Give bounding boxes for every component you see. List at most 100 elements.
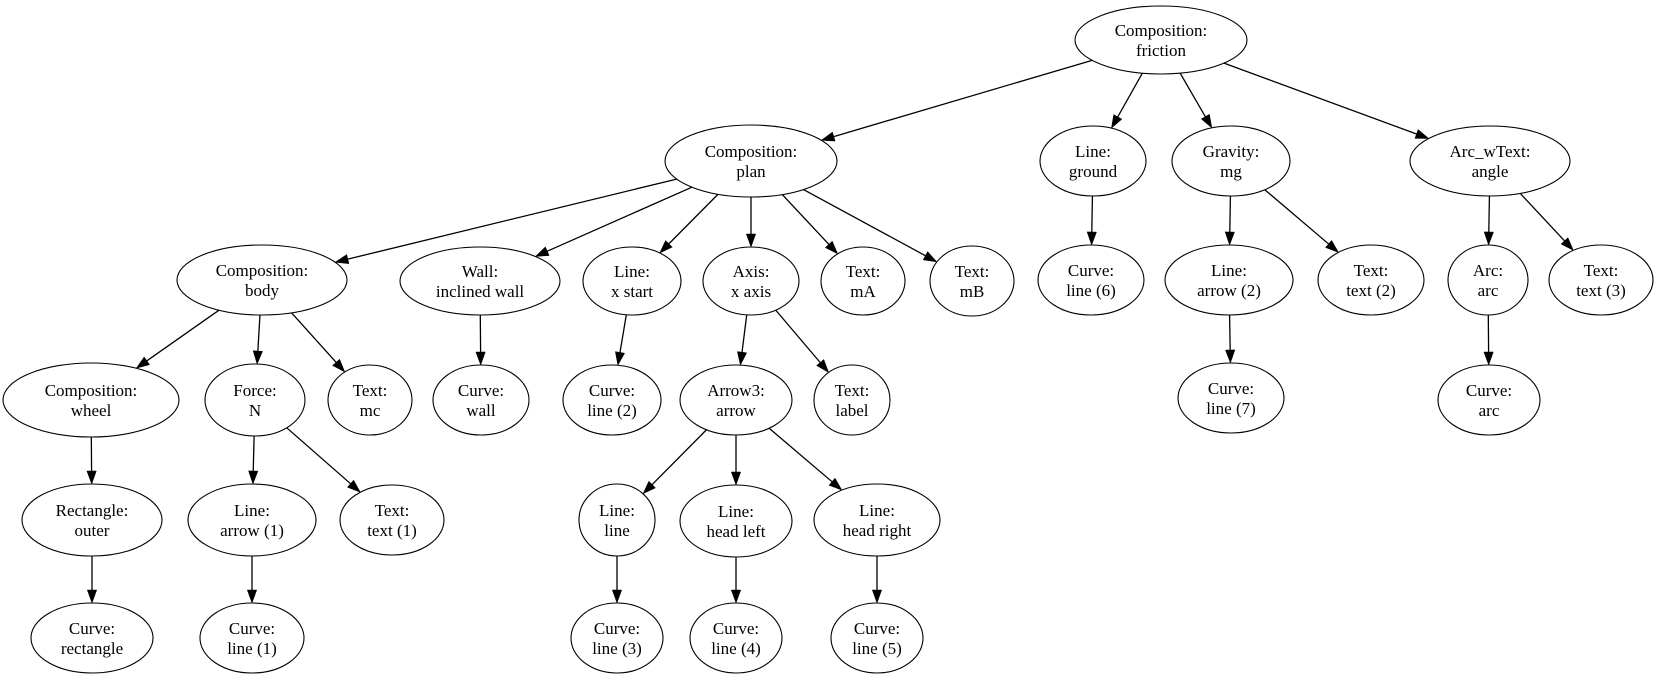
- node-mB: Text:mB: [929, 245, 1015, 317]
- arrowhead-icon: [820, 131, 836, 142]
- edge-headleft-line4: [730, 557, 742, 604]
- edges-layer: [86, 59, 1574, 604]
- edge-line: [668, 193, 719, 245]
- arrowhead-icon: [730, 471, 742, 486]
- node-curvewall: Curve:wall: [432, 364, 530, 436]
- node-arrow1: Line:arrow (1): [187, 483, 317, 557]
- node-type-label: Line:: [599, 501, 635, 520]
- node-type-label: Curve:: [458, 381, 504, 400]
- node-type-label: Text:: [955, 262, 990, 281]
- node-name-label: arrow (1): [220, 521, 284, 540]
- edge-plan-mB: [803, 188, 938, 263]
- node-name-label: body: [245, 281, 280, 300]
- edge-angle-text3: [1519, 192, 1574, 251]
- node-type-label: Arc_wText:: [1450, 142, 1531, 161]
- arrowhead-icon: [334, 254, 350, 264]
- arrowhead-icon: [824, 240, 839, 255]
- node-label: Text:label: [813, 364, 891, 436]
- node-name-label: mA: [850, 282, 876, 301]
- node-ellipse: [813, 364, 891, 436]
- node-name-label: line (5): [852, 639, 902, 658]
- node-mg: Gravity:mg: [1171, 125, 1291, 197]
- edge-line: [1264, 189, 1329, 245]
- node-body: Composition:body: [176, 244, 348, 316]
- node-name-label: rectangle: [61, 639, 123, 658]
- edge-line: [1228, 314, 1231, 351]
- arrowhead-icon: [1483, 231, 1494, 246]
- node-name-label: arc: [1479, 401, 1500, 420]
- node-ellipse: [679, 484, 793, 558]
- arrowhead-icon: [534, 246, 550, 257]
- node-type-label: Arrow3:: [707, 381, 765, 400]
- edge-line: [252, 435, 255, 472]
- node-name-label: line (6): [1066, 281, 1116, 300]
- arrowhead-icon: [737, 351, 748, 366]
- node-type-label: Gravity:: [1203, 142, 1260, 161]
- edge-arrow3-headright: [768, 427, 843, 491]
- node-name-label: angle: [1472, 162, 1509, 181]
- node-ellipse: [1177, 362, 1285, 434]
- edge-plan-wall: [534, 186, 693, 257]
- node-ellipse: [1074, 5, 1248, 75]
- arrowhead-icon: [246, 589, 258, 604]
- edge-arrow3-lineline: [642, 429, 707, 495]
- node-ellipse: [399, 246, 561, 316]
- arrowhead-icon: [86, 589, 98, 604]
- edge-line: [291, 312, 337, 363]
- nodes-layer: Composition:frictionComposition:planLine…: [2, 5, 1654, 674]
- node-ellipse: [199, 602, 305, 674]
- node-type-label: Axis:: [733, 262, 770, 281]
- node-ellipse: [689, 602, 783, 674]
- node-type-label: Text:: [1584, 261, 1619, 280]
- node-line3: Curve:line (3): [570, 602, 664, 674]
- node-type-label: Curve:: [713, 619, 759, 638]
- node-name-label: mc: [360, 401, 381, 420]
- node-ellipse: [1164, 244, 1294, 316]
- node-type-label: Line:: [614, 262, 650, 281]
- node-name-label: ground: [1069, 162, 1118, 181]
- node-line4: Curve:line (4): [689, 602, 783, 674]
- node-arrow2: Line:arrow (2): [1164, 244, 1294, 316]
- edge-line: [286, 427, 351, 485]
- node-type-label: Text:: [835, 381, 870, 400]
- arrowhead-icon: [1414, 129, 1430, 139]
- node-ellipse: [21, 483, 163, 557]
- arrowhead-icon: [1325, 239, 1340, 253]
- node-ellipse: [1039, 125, 1147, 197]
- edge-forceN-arrow1: [248, 435, 259, 485]
- arrowhead-icon: [1111, 114, 1123, 129]
- node-rectangle: Curve:rectangle: [30, 602, 154, 674]
- node-ellipse: [1437, 364, 1541, 436]
- arrowhead-icon: [1200, 113, 1213, 129]
- node-name-label: arc: [1478, 281, 1499, 300]
- edge-line: [1223, 62, 1417, 135]
- node-ellipse: [432, 364, 530, 436]
- edge-mg-text2: [1264, 189, 1340, 253]
- node-mA: Text:mA: [820, 246, 906, 316]
- edge-line: [803, 188, 926, 257]
- edge-xaxis-arrow3: [737, 314, 748, 366]
- node-type-label: Curve:: [854, 619, 900, 638]
- node-line7: Curve:line (7): [1177, 362, 1285, 434]
- edge-line: [347, 178, 677, 260]
- node-line6: Curve:line (6): [1037, 244, 1145, 316]
- arrowhead-icon: [475, 351, 486, 366]
- node-ellipse: [204, 363, 306, 437]
- node-name-label: x axis: [731, 282, 771, 301]
- node-name-label: arrow (2): [1197, 281, 1261, 300]
- node-name-label: inclined wall: [436, 282, 525, 301]
- node-name-label: wall: [466, 401, 496, 420]
- edge-line: [768, 427, 833, 483]
- arrowhead-icon: [248, 470, 259, 485]
- node-ellipse: [929, 245, 1015, 317]
- node-mc: Text:mc: [327, 364, 413, 436]
- node-ellipse: [813, 483, 941, 557]
- edge-body-forceN: [252, 314, 263, 365]
- node-forceN: Force:N: [204, 363, 306, 437]
- node-ellipse: [830, 602, 924, 674]
- node-ellipse: [1037, 244, 1145, 316]
- node-type-label: Composition:: [216, 261, 309, 280]
- node-outer: Rectangle:outer: [21, 483, 163, 557]
- edge-line: [547, 186, 693, 252]
